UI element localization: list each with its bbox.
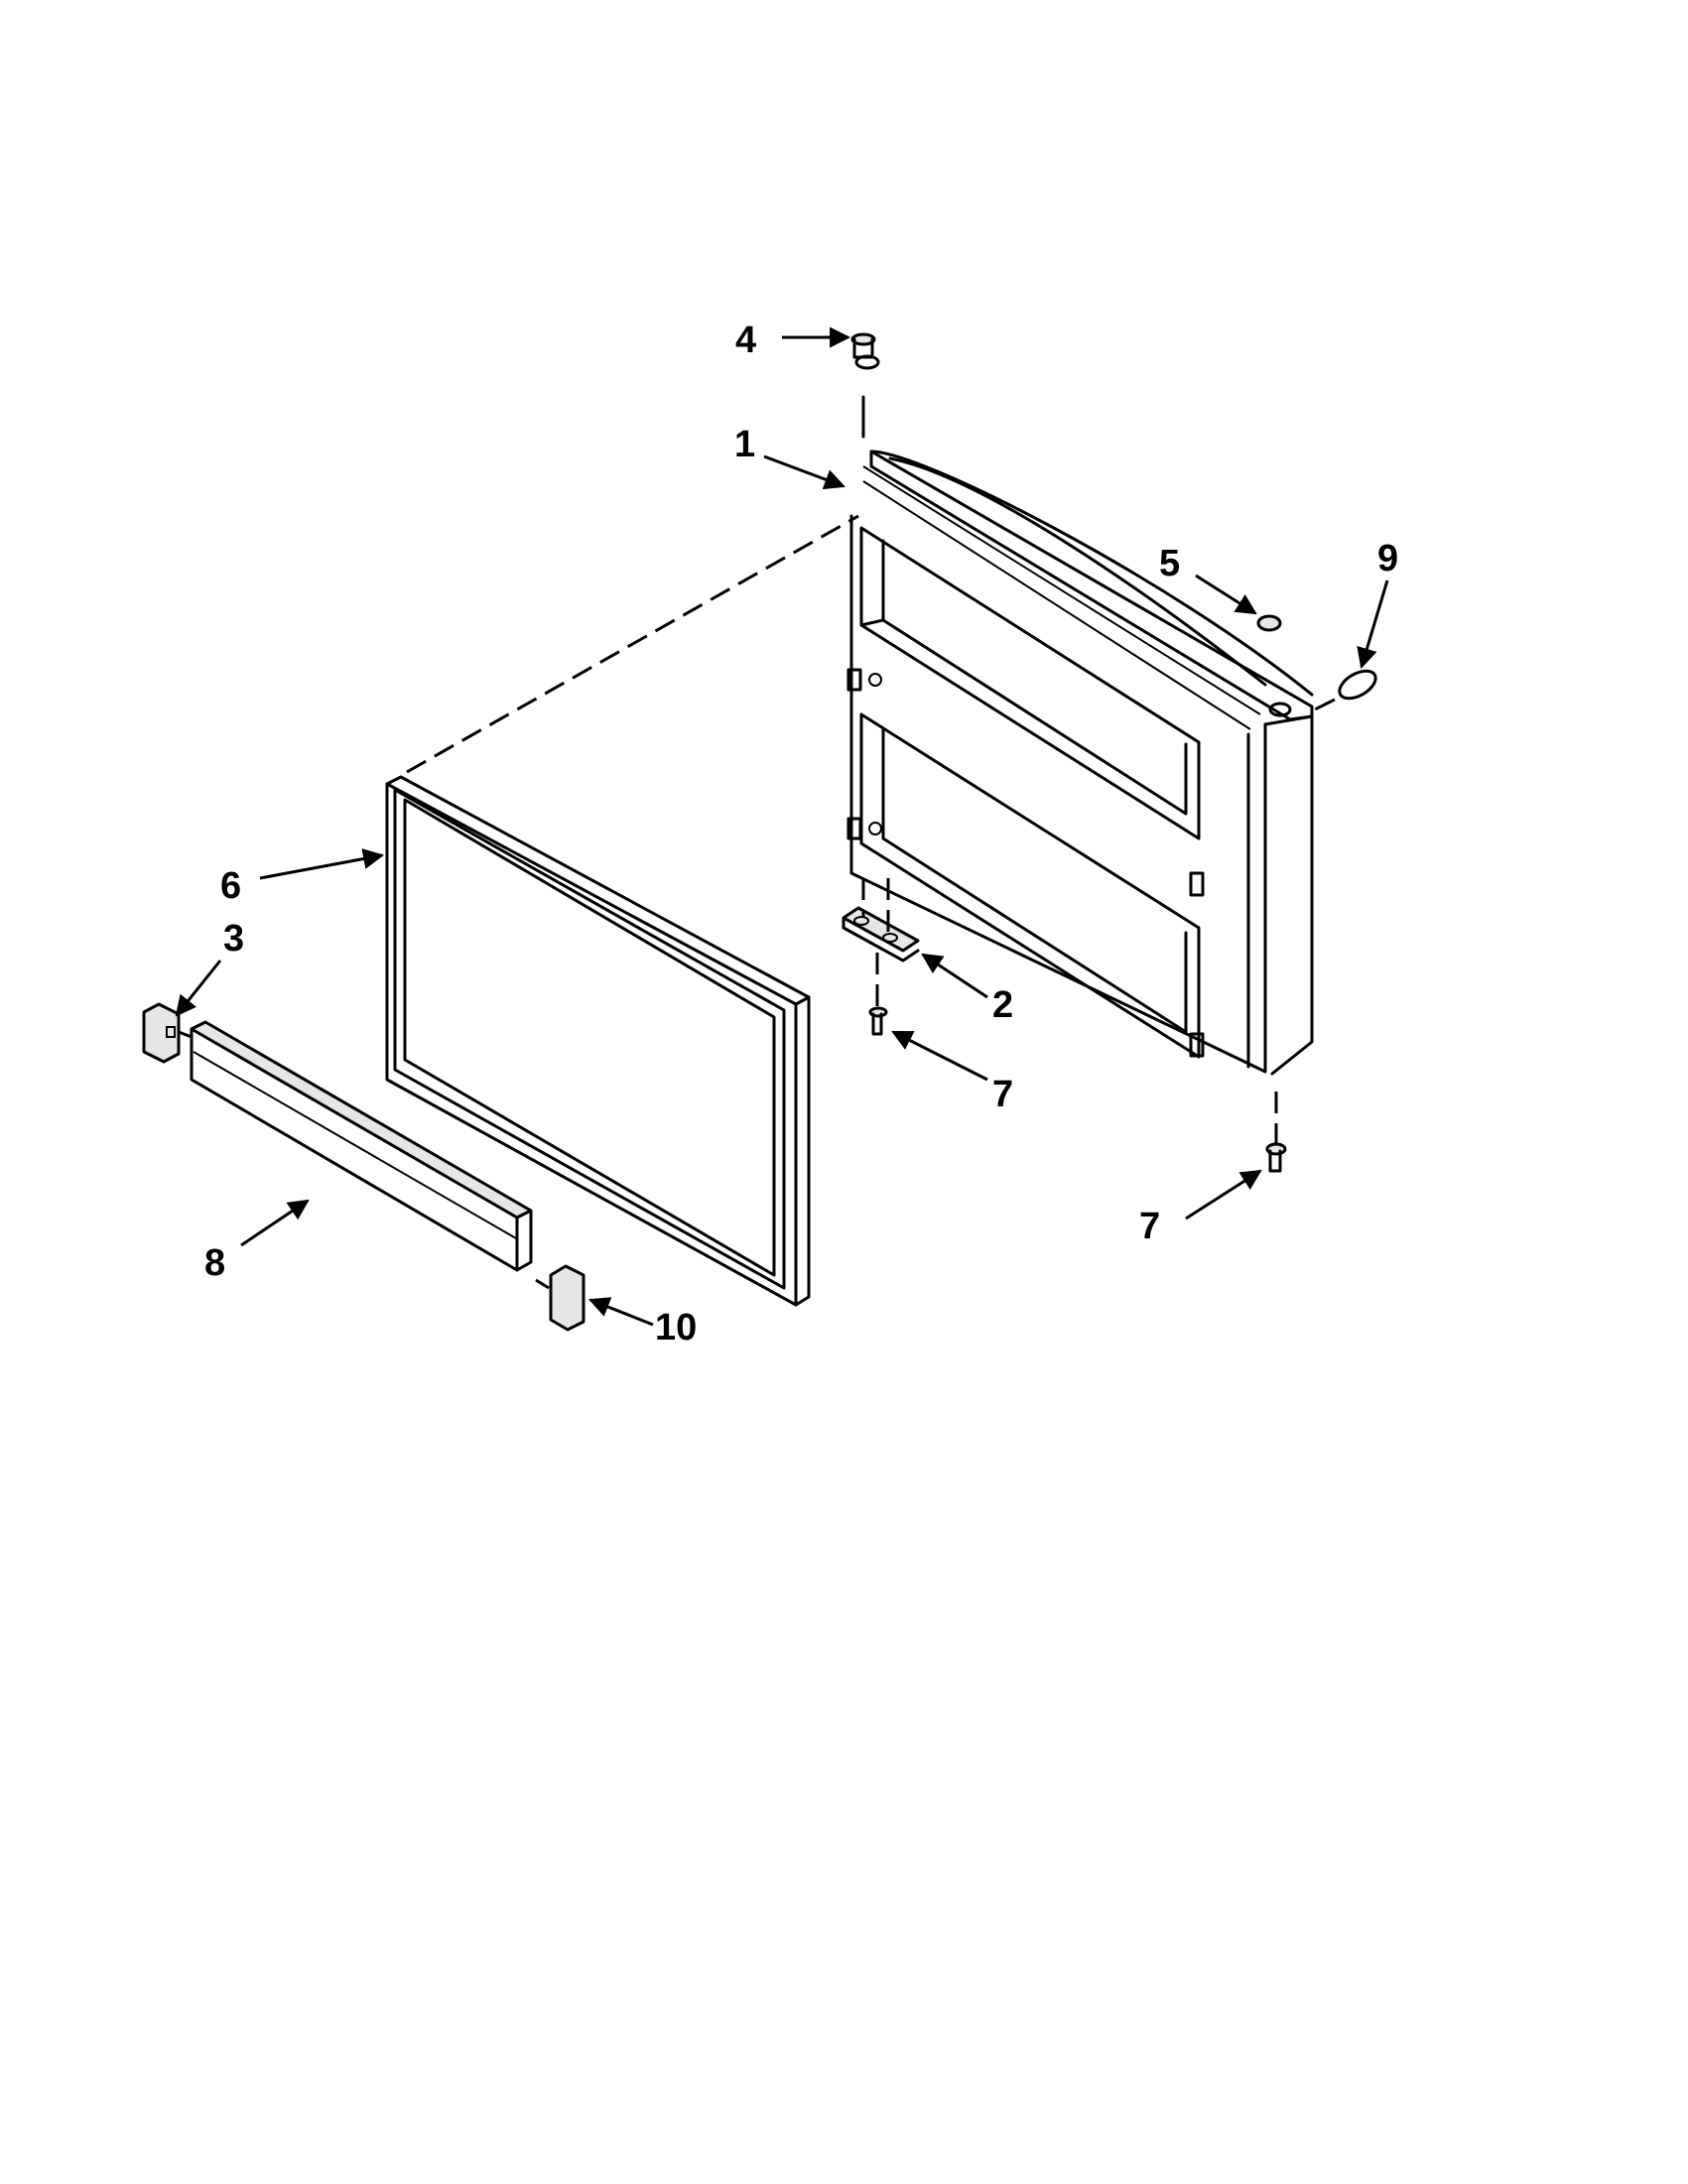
plug-button [1256,614,1282,632]
callout-10: 10 [655,1307,697,1349]
callout-3: 3 [223,918,244,960]
leader-lines [175,326,1389,1327]
end-cap-right [549,1264,585,1332]
callout-8: 8 [204,1242,225,1284]
callout-6: 6 [220,865,241,907]
screw-left [868,1006,888,1036]
washer-ring [1338,669,1377,701]
callout-4: 4 [735,320,756,361]
handle-trim [190,1020,533,1272]
hinge-bracket [842,906,920,963]
callout-5: 5 [1159,543,1180,584]
door-inner-panel [846,354,1314,1076]
end-cap-left [142,1002,181,1064]
callout-7: 7 [1139,1206,1160,1247]
hinge-pin-top [850,332,876,359]
callout-1: 1 [734,424,755,465]
callout-7: 7 [992,1074,1013,1115]
callout-labels: 4 1 5 9 6 3 2 7 7 8 10 [204,320,1398,1349]
screw-right [1265,1142,1287,1173]
callout-2: 2 [992,984,1013,1026]
door-gasket [385,775,811,1307]
assembly-dash-lines [178,514,1336,1290]
callout-9: 9 [1377,538,1398,579]
